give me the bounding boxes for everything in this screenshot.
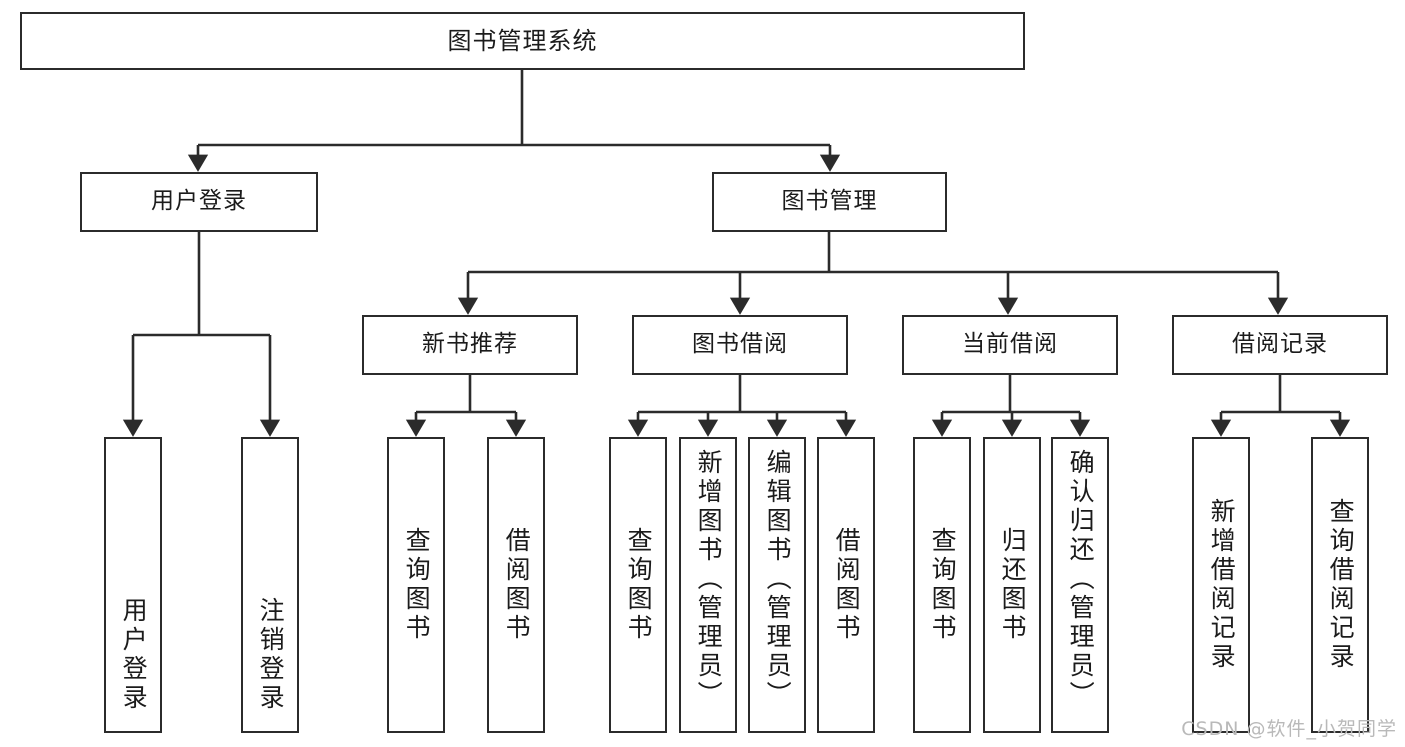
node-current-borrow[interactable]: 当前借阅 [902, 315, 1118, 375]
leaf-borrow-edit-book[interactable]: 编辑图书（管理员） [748, 437, 806, 733]
leaf-rec-borrow-book[interactable]: 借阅图书 [487, 437, 545, 733]
leaf-borrow-add-book[interactable]: 新增图书（管理员） [679, 437, 737, 733]
node-user-login[interactable]: 用户登录 [80, 172, 318, 232]
leaf-record-query[interactable]: 查询借阅记录 [1311, 437, 1369, 733]
watermark-credit: CSDN @软件_小贺同学 [1181, 718, 1397, 740]
leaf-user-login[interactable]: 用户登录 [104, 437, 162, 733]
node-book-manage[interactable]: 图书管理 [712, 172, 947, 232]
leaf-borrow-query-book[interactable]: 查询图书 [609, 437, 667, 733]
leaf-current-query-book[interactable]: 查询图书 [913, 437, 971, 733]
node-book-borrow[interactable]: 图书借阅 [632, 315, 848, 375]
leaf-borrow-lend-book[interactable]: 借阅图书 [817, 437, 875, 733]
node-borrow-record[interactable]: 借阅记录 [1172, 315, 1388, 375]
leaf-rec-query-book[interactable]: 查询图书 [387, 437, 445, 733]
node-root-system[interactable]: 图书管理系统 [20, 12, 1025, 70]
leaf-current-confirm-return[interactable]: 确认归还（管理员） [1051, 437, 1109, 733]
leaf-record-add[interactable]: 新增借阅记录 [1192, 437, 1250, 733]
leaf-current-return-book[interactable]: 归还图书 [983, 437, 1041, 733]
node-new-book-rec[interactable]: 新书推荐 [362, 315, 578, 375]
leaf-user-logout[interactable]: 注销登录 [241, 437, 299, 733]
